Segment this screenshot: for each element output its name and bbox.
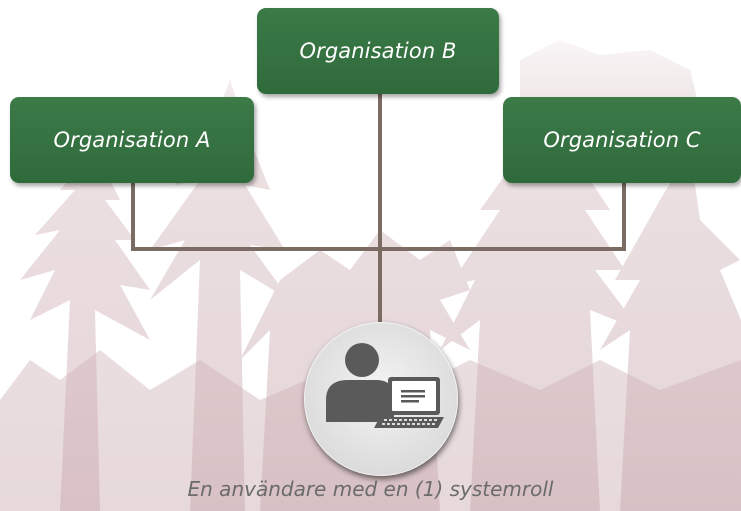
organisation-a-label: Organisation A	[53, 128, 211, 152]
organisation-b-box: Organisation B	[257, 8, 499, 94]
organisation-b-label: Organisation B	[299, 39, 457, 63]
user-node	[304, 322, 458, 476]
organisation-a-box: Organisation A	[10, 97, 254, 183]
organisation-c-box: Organisation C	[503, 97, 741, 183]
user-caption: En användare med en (1) systemroll	[187, 477, 554, 501]
user-with-laptop-icon	[326, 343, 444, 428]
organisation-c-label: Organisation C	[543, 128, 701, 152]
